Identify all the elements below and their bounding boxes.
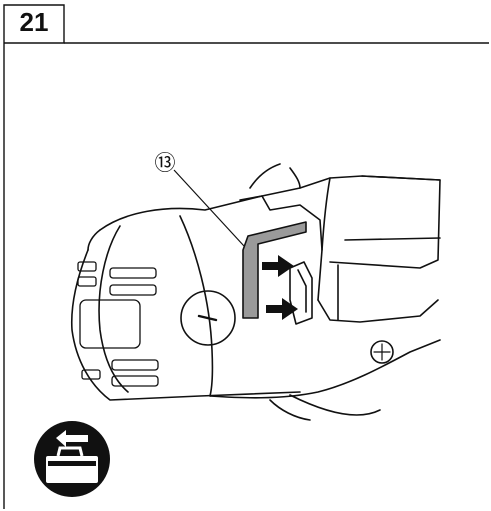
hex-wrench-icon: [242, 221, 307, 319]
figure-frame: [3, 4, 489, 509]
insert-direction-arrows: [262, 255, 298, 320]
toolbox-storage-icon: [34, 421, 110, 497]
tool-illustration: [70, 163, 441, 421]
figure-number: 21: [19, 6, 49, 37]
callout-label: ⑬: [154, 151, 176, 175]
callout-leader: [173, 169, 245, 247]
